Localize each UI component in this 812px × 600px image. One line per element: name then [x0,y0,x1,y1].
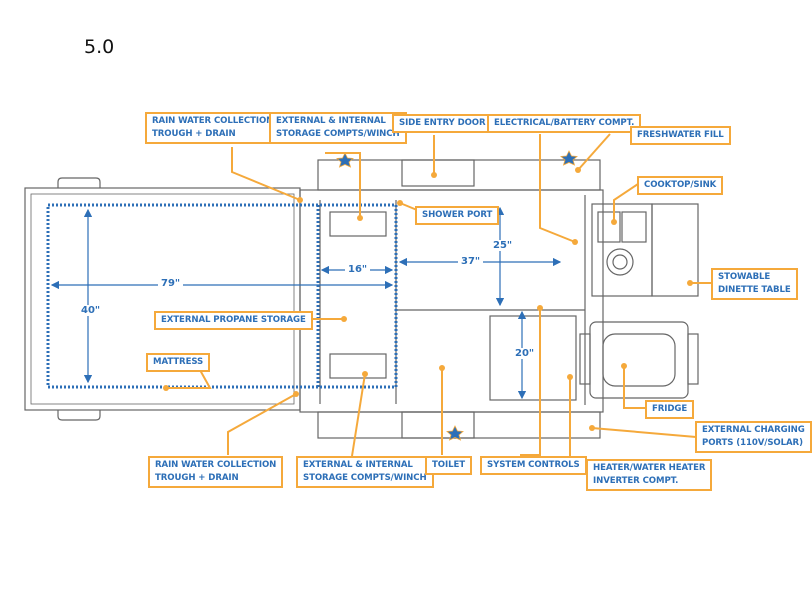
label-system-controls: SYSTEM CONTROLS [480,456,587,475]
page-title: 5.0 [84,36,115,58]
star-icon [560,150,578,166]
star-icon [446,425,464,441]
star-icon [336,152,354,168]
mattress-outline [46,203,398,389]
dim-20: 20" [512,348,538,359]
label-shower-port: SHOWER PORT [415,206,500,225]
label-propane: EXTERNAL PROPANE STORAGE [154,311,313,330]
dimension-lines [50,206,562,400]
label-freshwater: FRESHWATER FILL [630,126,731,145]
dim-length: 79" [158,278,184,289]
label-side-entry-door: SIDE ENTRY DOOR [392,114,493,133]
label-toilet: TOILET [425,456,472,475]
leader-lines [166,133,712,467]
dim-16: 16" [345,264,371,275]
label-electrical: ELECTRICAL/BATTERY COMPT. [487,114,642,133]
dim-width: 40" [78,305,104,316]
dim-37: 37" [458,256,484,267]
label-fridge: FRIDGE [645,400,695,419]
star-icons [336,150,578,441]
leader-dots [163,167,693,431]
dim-25: 25" [490,240,516,251]
label-mattress: MATTRESS [146,353,211,372]
label-cooktop: COOKTOP/SINK [637,176,724,195]
